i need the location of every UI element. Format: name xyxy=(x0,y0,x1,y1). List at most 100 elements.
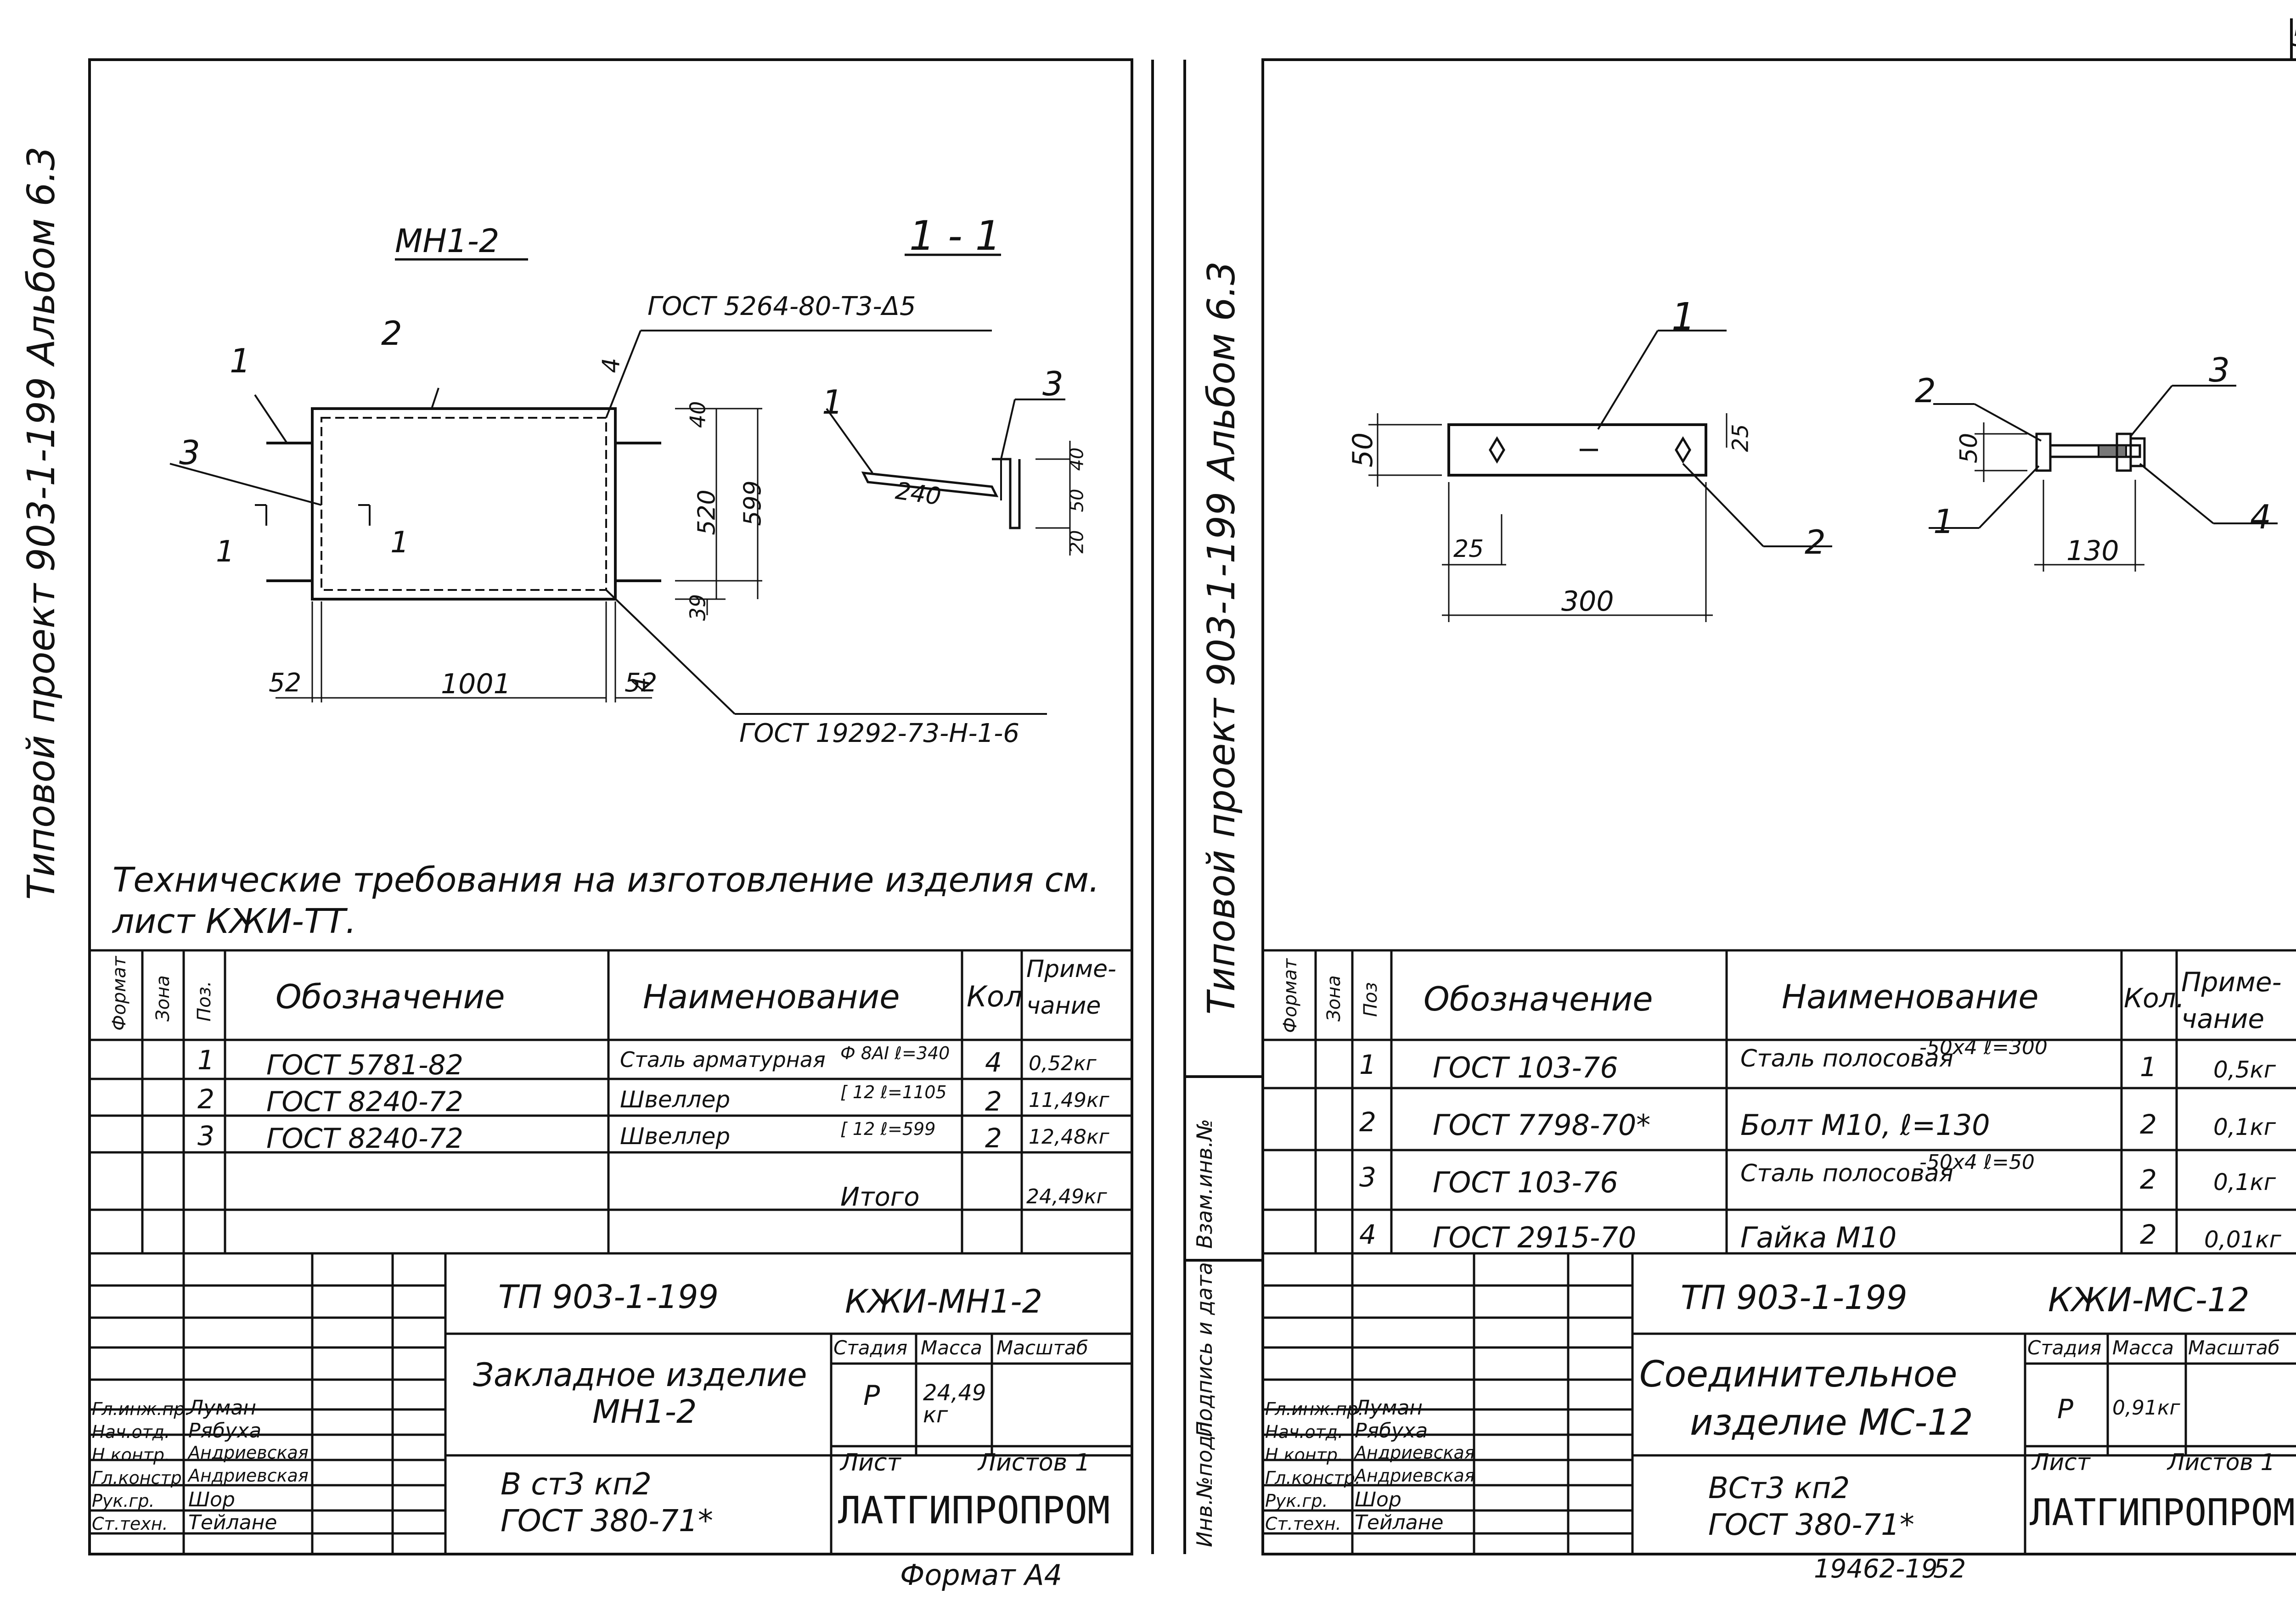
left-person-4-role: Гл.констр. xyxy=(92,1468,187,1488)
right-stamp-stage-h: Стадия xyxy=(2027,1336,2102,1359)
left-row-2-qty: 2 xyxy=(985,1086,1002,1117)
left-person-5-name: Шор xyxy=(188,1488,235,1511)
connecting-part-mc-12-drawing xyxy=(1368,330,2278,622)
dim-section-a: 40 xyxy=(1066,447,1088,471)
right-callout-2: 2 xyxy=(1805,523,1826,561)
right-row-4-designation: ГОСТ 2915-70 xyxy=(1433,1221,1637,1254)
left-row-3-name: Швеллер xyxy=(620,1123,731,1150)
tech-note-line-1: Технические требования на изготовление и… xyxy=(113,860,1100,900)
callout-2: 2 xyxy=(381,314,402,353)
left-row-3-pos: 3 xyxy=(197,1120,214,1151)
dim-section-c: 20 xyxy=(1066,530,1088,554)
left-stamp-org: ЛАТГИПРОПРОМ xyxy=(838,1489,1110,1533)
right-person-6-role: Ст.техн. xyxy=(1265,1514,1341,1534)
right-person-4-name: Андриевская xyxy=(1355,1465,1475,1486)
right-person-3-role: Н.контр. xyxy=(1265,1445,1344,1465)
left-person-1-role: Гл.инж.пр. xyxy=(92,1399,191,1419)
right-row-4-note: 0,01кг xyxy=(2204,1226,2281,1253)
right-person-1-role: Гл.инж.пр. xyxy=(1265,1399,1364,1419)
dim-section-b: 50 xyxy=(1066,488,1088,512)
left-col-qty: Кол xyxy=(967,980,1023,1013)
right-row-3-spec: -50х4 ℓ=50 xyxy=(1919,1151,2035,1174)
right-dim-length: 300 xyxy=(1561,585,1614,618)
right-row-1-qty: 1 xyxy=(2140,1051,2157,1083)
right-stamp-title-1: Соединительное xyxy=(1639,1354,1958,1395)
weld-note: ГОСТ 5264-80-Т3-Δ5 xyxy=(647,292,916,321)
callout-1: 1 xyxy=(230,342,251,380)
binding-replace-label: Взам.инв.№ xyxy=(1192,1118,1217,1249)
section-mark-right: 1 xyxy=(390,526,409,560)
right-stamp-org: ЛАТГИПРОПРОМ xyxy=(2030,1491,2295,1534)
left-stamp-title-1: Закладное изделие xyxy=(473,1356,807,1394)
page-number: 51 xyxy=(2291,23,2296,51)
right-stamp-mass: 0,91кг xyxy=(2112,1396,2180,1420)
right-person-6-name: Тейлане xyxy=(1355,1511,1444,1534)
left-stamp-material-2: ГОСТ 380-71* xyxy=(501,1503,713,1538)
right-col-qty: Кол. xyxy=(2124,982,2185,1014)
right-row-1-spec: -50х4 ℓ=300 xyxy=(1919,1036,2048,1059)
left-person-2-name: Рябуха xyxy=(188,1419,262,1443)
right-stamp-scale-h: Масштаб xyxy=(2188,1336,2280,1359)
right-stamp-material-1: ВСт3 кп2 xyxy=(1708,1471,1850,1505)
dim-section-length: 240 xyxy=(894,477,943,511)
left-col-format: Формат xyxy=(109,956,130,1031)
right-dim-bolt-h: 50 xyxy=(1955,432,1983,464)
left-stamp-stage-h: Стадия xyxy=(833,1336,908,1359)
left-row-1-name: Сталь арматурная xyxy=(620,1047,826,1072)
right-row-2-note: 0,1кг xyxy=(2213,1114,2276,1140)
left-stamp-mass: 24,49 кг xyxy=(923,1380,986,1428)
left-total-value: 24,49кг xyxy=(1026,1185,1107,1208)
right-row-3-qty: 2 xyxy=(2140,1164,2157,1195)
left-stamp-mass-h: Масса xyxy=(921,1336,982,1359)
right-person-5-name: Шор xyxy=(1355,1488,1401,1511)
right-col-note-2: чание xyxy=(2181,1003,2265,1034)
left-row-3-spec: [ 12 ℓ=599 xyxy=(840,1119,936,1139)
left-person-3-name: Андриевская xyxy=(188,1443,309,1463)
left-row-1-designation: ГОСТ 5781-82 xyxy=(266,1049,463,1081)
left-col-pos: Поз. xyxy=(194,981,215,1022)
section-mark-left: 1 xyxy=(216,535,235,569)
left-person-1-name: Луман xyxy=(188,1396,257,1420)
left-row-1-qty: 4 xyxy=(985,1047,1002,1078)
left-stamp-stage: Р xyxy=(863,1380,880,1412)
right-row-1-name: Сталь полосовая xyxy=(1740,1045,1953,1072)
footer-doc-number: 19462-19 xyxy=(1814,1554,1938,1584)
right-row-1-note: 0,5кг xyxy=(2213,1056,2276,1083)
dim-h4: 39 xyxy=(685,594,710,621)
right-stamp-sheets-h: Листов 1 xyxy=(2167,1449,2275,1476)
right-row-2-pos: 2 xyxy=(1359,1106,1376,1138)
footer-format: Формат А4 xyxy=(900,1558,1063,1592)
left-col-zone: Зона xyxy=(152,975,174,1022)
left-total-label: Итого xyxy=(840,1182,920,1212)
right-col-note-1: Приме- xyxy=(2181,966,2282,998)
right-stamp-code: ТП 903-1-199 xyxy=(1681,1278,1908,1317)
left-col-note-2: чание xyxy=(1026,992,1101,1020)
left-col-name: Наименование xyxy=(643,977,900,1016)
dim-h2: 520 xyxy=(693,489,721,535)
detail-title: МН1-2 xyxy=(395,222,500,260)
left-person-6-role: Ст.техн. xyxy=(92,1514,168,1534)
callout-3: 3 xyxy=(179,433,200,472)
right-dim-height: 50 xyxy=(1347,432,1379,468)
left-row-1-note: 0,52кг xyxy=(1029,1052,1097,1075)
right-dim-bolt-len: 130 xyxy=(2066,535,2119,567)
left-stamp-code: ТП 903-1-199 xyxy=(498,1278,719,1316)
left-row-3-designation: ГОСТ 8240-72 xyxy=(266,1123,463,1155)
left-person-2-role: Нач.отд. xyxy=(92,1422,170,1442)
left-row-1-pos: 1 xyxy=(197,1044,214,1076)
right-row-3-name: Сталь полосовая xyxy=(1740,1160,1953,1187)
right-stamp-material-2: ГОСТ 380-71* xyxy=(1708,1508,1914,1542)
right-col-format: Формат xyxy=(1280,958,1301,1033)
right-row-1-pos: 1 xyxy=(1359,1049,1376,1080)
right-stamp-title-2: изделие МС-12 xyxy=(1690,1402,1973,1443)
right-person-2-name: Рябуха xyxy=(1355,1419,1428,1443)
right-row-1-designation: ГОСТ 103-76 xyxy=(1433,1051,1618,1084)
dim-side-left: 52 xyxy=(269,668,302,698)
right-row-3-pos: 3 xyxy=(1359,1162,1376,1193)
right-row-4-qty: 2 xyxy=(2140,1219,2157,1250)
dim-h1: 40 xyxy=(685,401,710,428)
left-row-3-note: 12,48кг xyxy=(1029,1125,1109,1149)
right-callout-4: 4 xyxy=(2250,498,2271,536)
right-person-2-role: Нач.отд. xyxy=(1265,1422,1344,1442)
right-side-label: Типовой проект 903-1-199 Альбом 6.3 xyxy=(1200,261,1244,1015)
